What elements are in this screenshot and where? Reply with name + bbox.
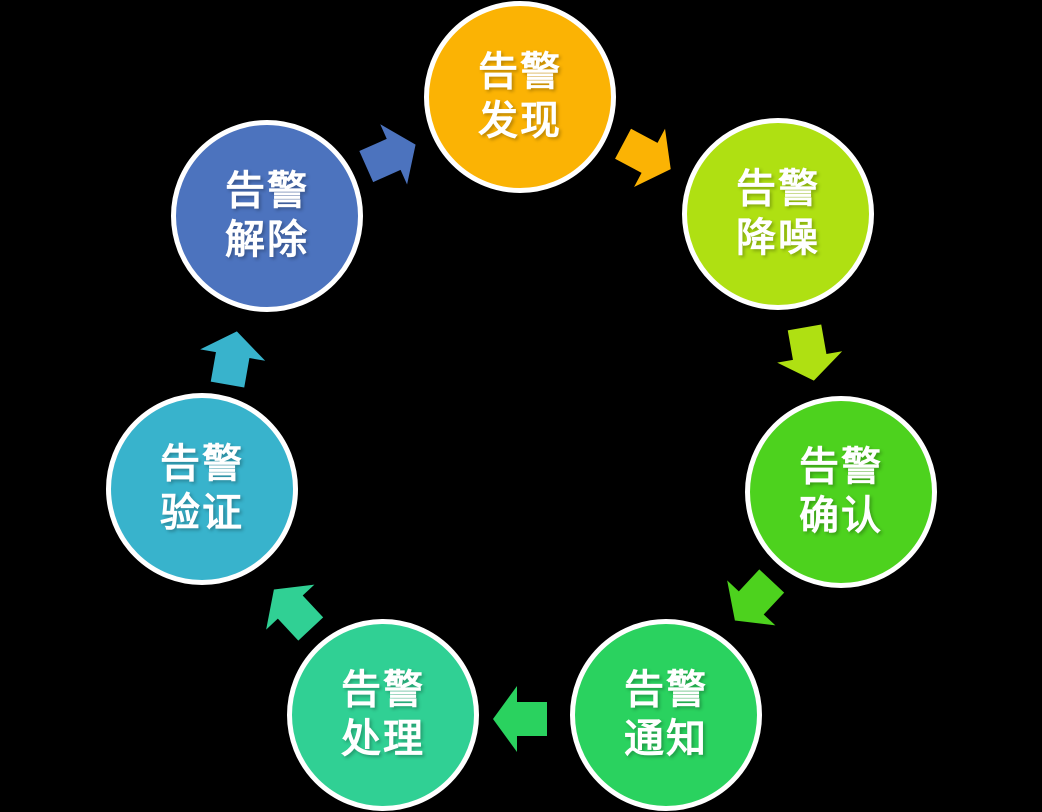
node-alarm-noise-reduction: 告警降噪 [682,118,874,310]
node-label-alarm-verification: 告警验证 [160,442,244,535]
arrow-notification-to-handling-icon [487,685,555,753]
node-label-alarm-release: 告警解除 [225,169,309,262]
arrow-verification-to-release-icon [193,320,272,399]
node-label-alarm-notification: 告警通知 [624,668,708,761]
arrow-release-to-discovery-icon [345,111,435,201]
node-alarm-discovery: 告警发现 [424,1,616,193]
arrow-noise-reduction-to-confirmation-icon [770,314,849,393]
node-alarm-release: 告警解除 [171,120,363,312]
node-alarm-verification: 告警验证 [106,393,298,585]
arrow-handling-to-verification-icon [245,562,341,658]
node-alarm-notification: 告警通知 [570,619,762,811]
arrow-discovery-to-noise-reduction-icon [600,110,692,202]
node-alarm-confirmation: 告警确认 [745,396,937,588]
node-label-alarm-confirmation: 告警确认 [799,445,883,538]
arrow-confirmation-to-notification-icon [706,552,802,648]
node-label-alarm-discovery: 告警发现 [478,50,562,143]
node-label-alarm-handling: 告警处理 [341,668,425,761]
node-label-alarm-noise-reduction: 告警降噪 [736,167,820,260]
node-alarm-handling: 告警处理 [287,619,479,811]
